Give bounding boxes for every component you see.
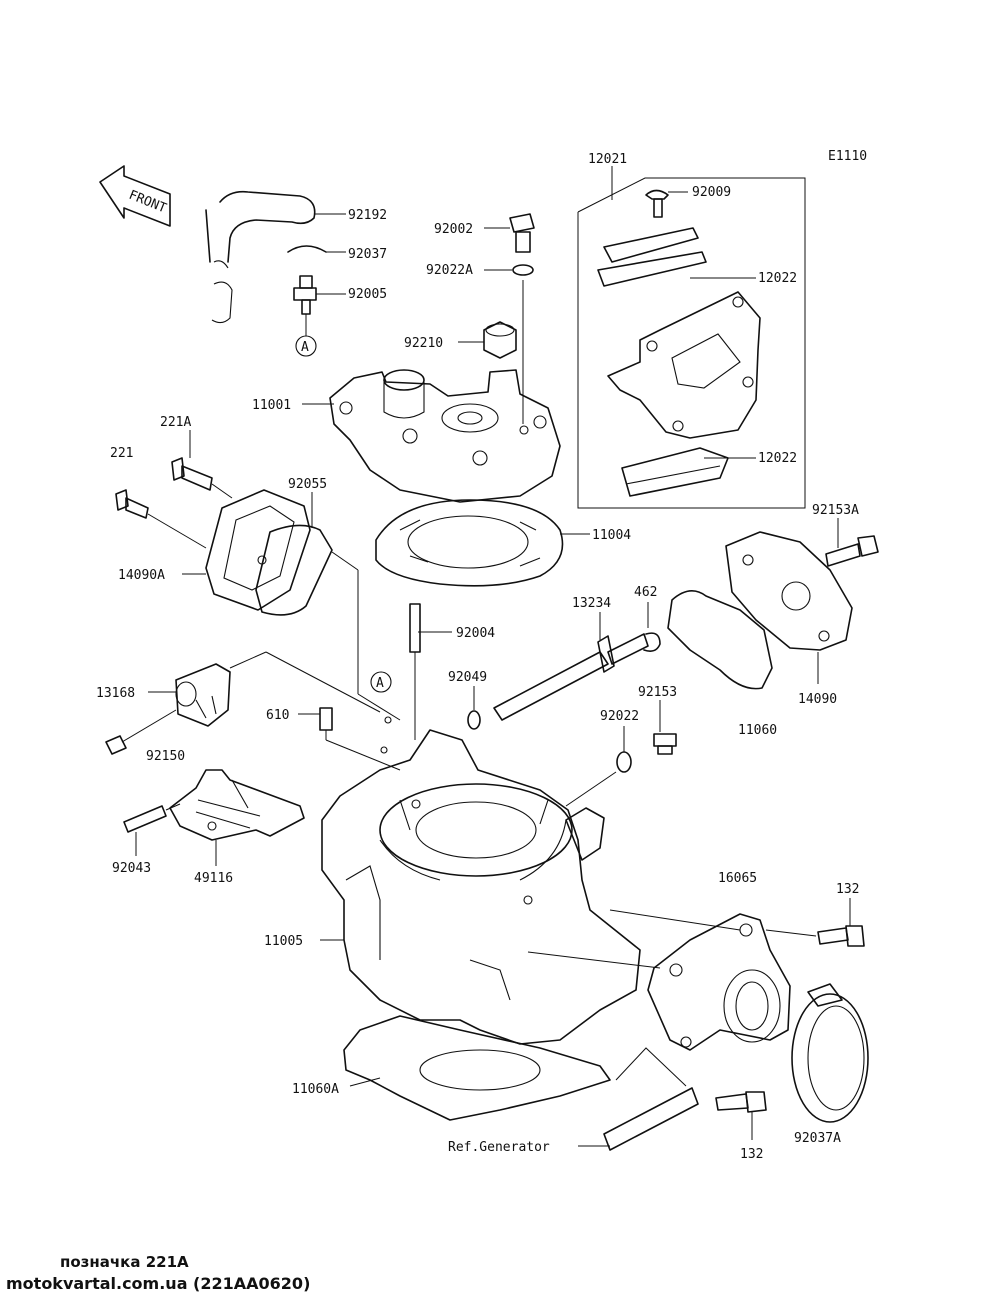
ref-generator-bracket [603, 1087, 699, 1151]
label-13168: 13168 [96, 686, 135, 701]
label-ref-generator: Ref.Generator [448, 1140, 550, 1155]
label-16065: 16065 [718, 871, 757, 886]
svg-text:A: A [301, 340, 309, 355]
label-92153a: 92153A [812, 503, 859, 518]
label-462: 462 [634, 585, 657, 600]
label-11060: 11060 [738, 723, 777, 738]
head-gasket [375, 499, 564, 587]
bolt-92153a [825, 535, 879, 567]
part-labels: 12021 92009 12022 12022 92192 92037 9200… [96, 152, 859, 1162]
clamp-92037a [791, 983, 869, 1123]
reed-valve-box [577, 166, 806, 509]
clip-92037 [287, 245, 327, 253]
label-92009: 92009 [692, 185, 731, 200]
label-49116: 49116 [194, 871, 233, 886]
label-92022a: 92022A [426, 263, 473, 278]
circlip-462 [643, 632, 661, 652]
label-11001: 11001 [252, 398, 291, 413]
leader-lines [135, 166, 851, 1147]
front-arrow: FRONT [99, 165, 171, 227]
label-132-top: 132 [836, 882, 859, 897]
washer-92022 [616, 751, 632, 773]
label-12022-top: 12022 [758, 271, 797, 286]
breather-hose [205, 190, 316, 324]
caption-part-mark: позначка 221A [60, 1253, 189, 1271]
pipe-13234 [493, 633, 649, 721]
cover-14090 [725, 531, 853, 651]
bolt-221 [115, 489, 207, 549]
label-92043: 92043 [112, 861, 151, 876]
stud-92004 [409, 603, 421, 653]
label-92210: 92210 [404, 336, 443, 351]
label-92055: 92055 [288, 477, 327, 492]
valve-49116 [169, 769, 305, 841]
label-92002: 92002 [434, 222, 473, 237]
diagram-code: E1110 [828, 149, 867, 164]
label-92192: 92192 [348, 208, 387, 223]
label-92037a: 92037A [794, 1131, 841, 1146]
gasket-92055 [255, 524, 333, 616]
label-92037: 92037 [348, 247, 387, 262]
ref-marker-a-top: A [295, 335, 317, 357]
label-92049: 92049 [448, 670, 487, 685]
gasket-11060 [667, 590, 773, 690]
label-92153: 92153 [638, 685, 677, 700]
label-13234: 13234 [572, 596, 611, 611]
label-14090: 14090 [798, 692, 837, 707]
pin-92043 [123, 803, 181, 833]
label-92022: 92022 [600, 709, 639, 724]
label-12022-bottom: 12022 [758, 451, 797, 466]
label-221: 221 [110, 446, 133, 461]
exhaust-cover-14090a [205, 489, 311, 611]
svg-text:A: A [376, 676, 384, 691]
bolt-132-bottom [715, 1091, 767, 1113]
washer-92049 [467, 710, 481, 730]
label-92004: 92004 [456, 626, 495, 641]
label-11004: 11004 [592, 528, 631, 543]
cylinder [321, 716, 641, 1045]
label-11005: 11005 [264, 934, 303, 949]
bolt-221a [171, 457, 233, 499]
caption-source: motokvartal.com.ua (221AA0620) [6, 1274, 311, 1293]
dowel-610 [319, 707, 333, 731]
label-610: 610 [266, 708, 289, 723]
label-14090a: 14090A [118, 568, 165, 583]
fitting-92005 [293, 275, 317, 336]
label-221a: 221A [160, 415, 191, 430]
label-12021: 12021 [588, 152, 627, 167]
holder-13168 [175, 663, 231, 727]
washer-92022a [512, 264, 534, 276]
ref-marker-a-mid: A [370, 671, 392, 693]
base-gasket-11060a [343, 1015, 611, 1121]
label-11060a: 11060A [292, 1082, 339, 1097]
bolt-132-top [817, 925, 865, 947]
bolt-92153 [653, 733, 677, 755]
intake-manifold-16065 [647, 913, 791, 1051]
cylinder-head [329, 369, 561, 503]
label-92150: 92150 [146, 749, 185, 764]
label-92005: 92005 [348, 287, 387, 302]
nut-92210 [483, 321, 517, 359]
screw-92150 [105, 709, 177, 755]
bolt-92002 [509, 213, 535, 253]
label-132-bottom: 132 [740, 1147, 763, 1162]
